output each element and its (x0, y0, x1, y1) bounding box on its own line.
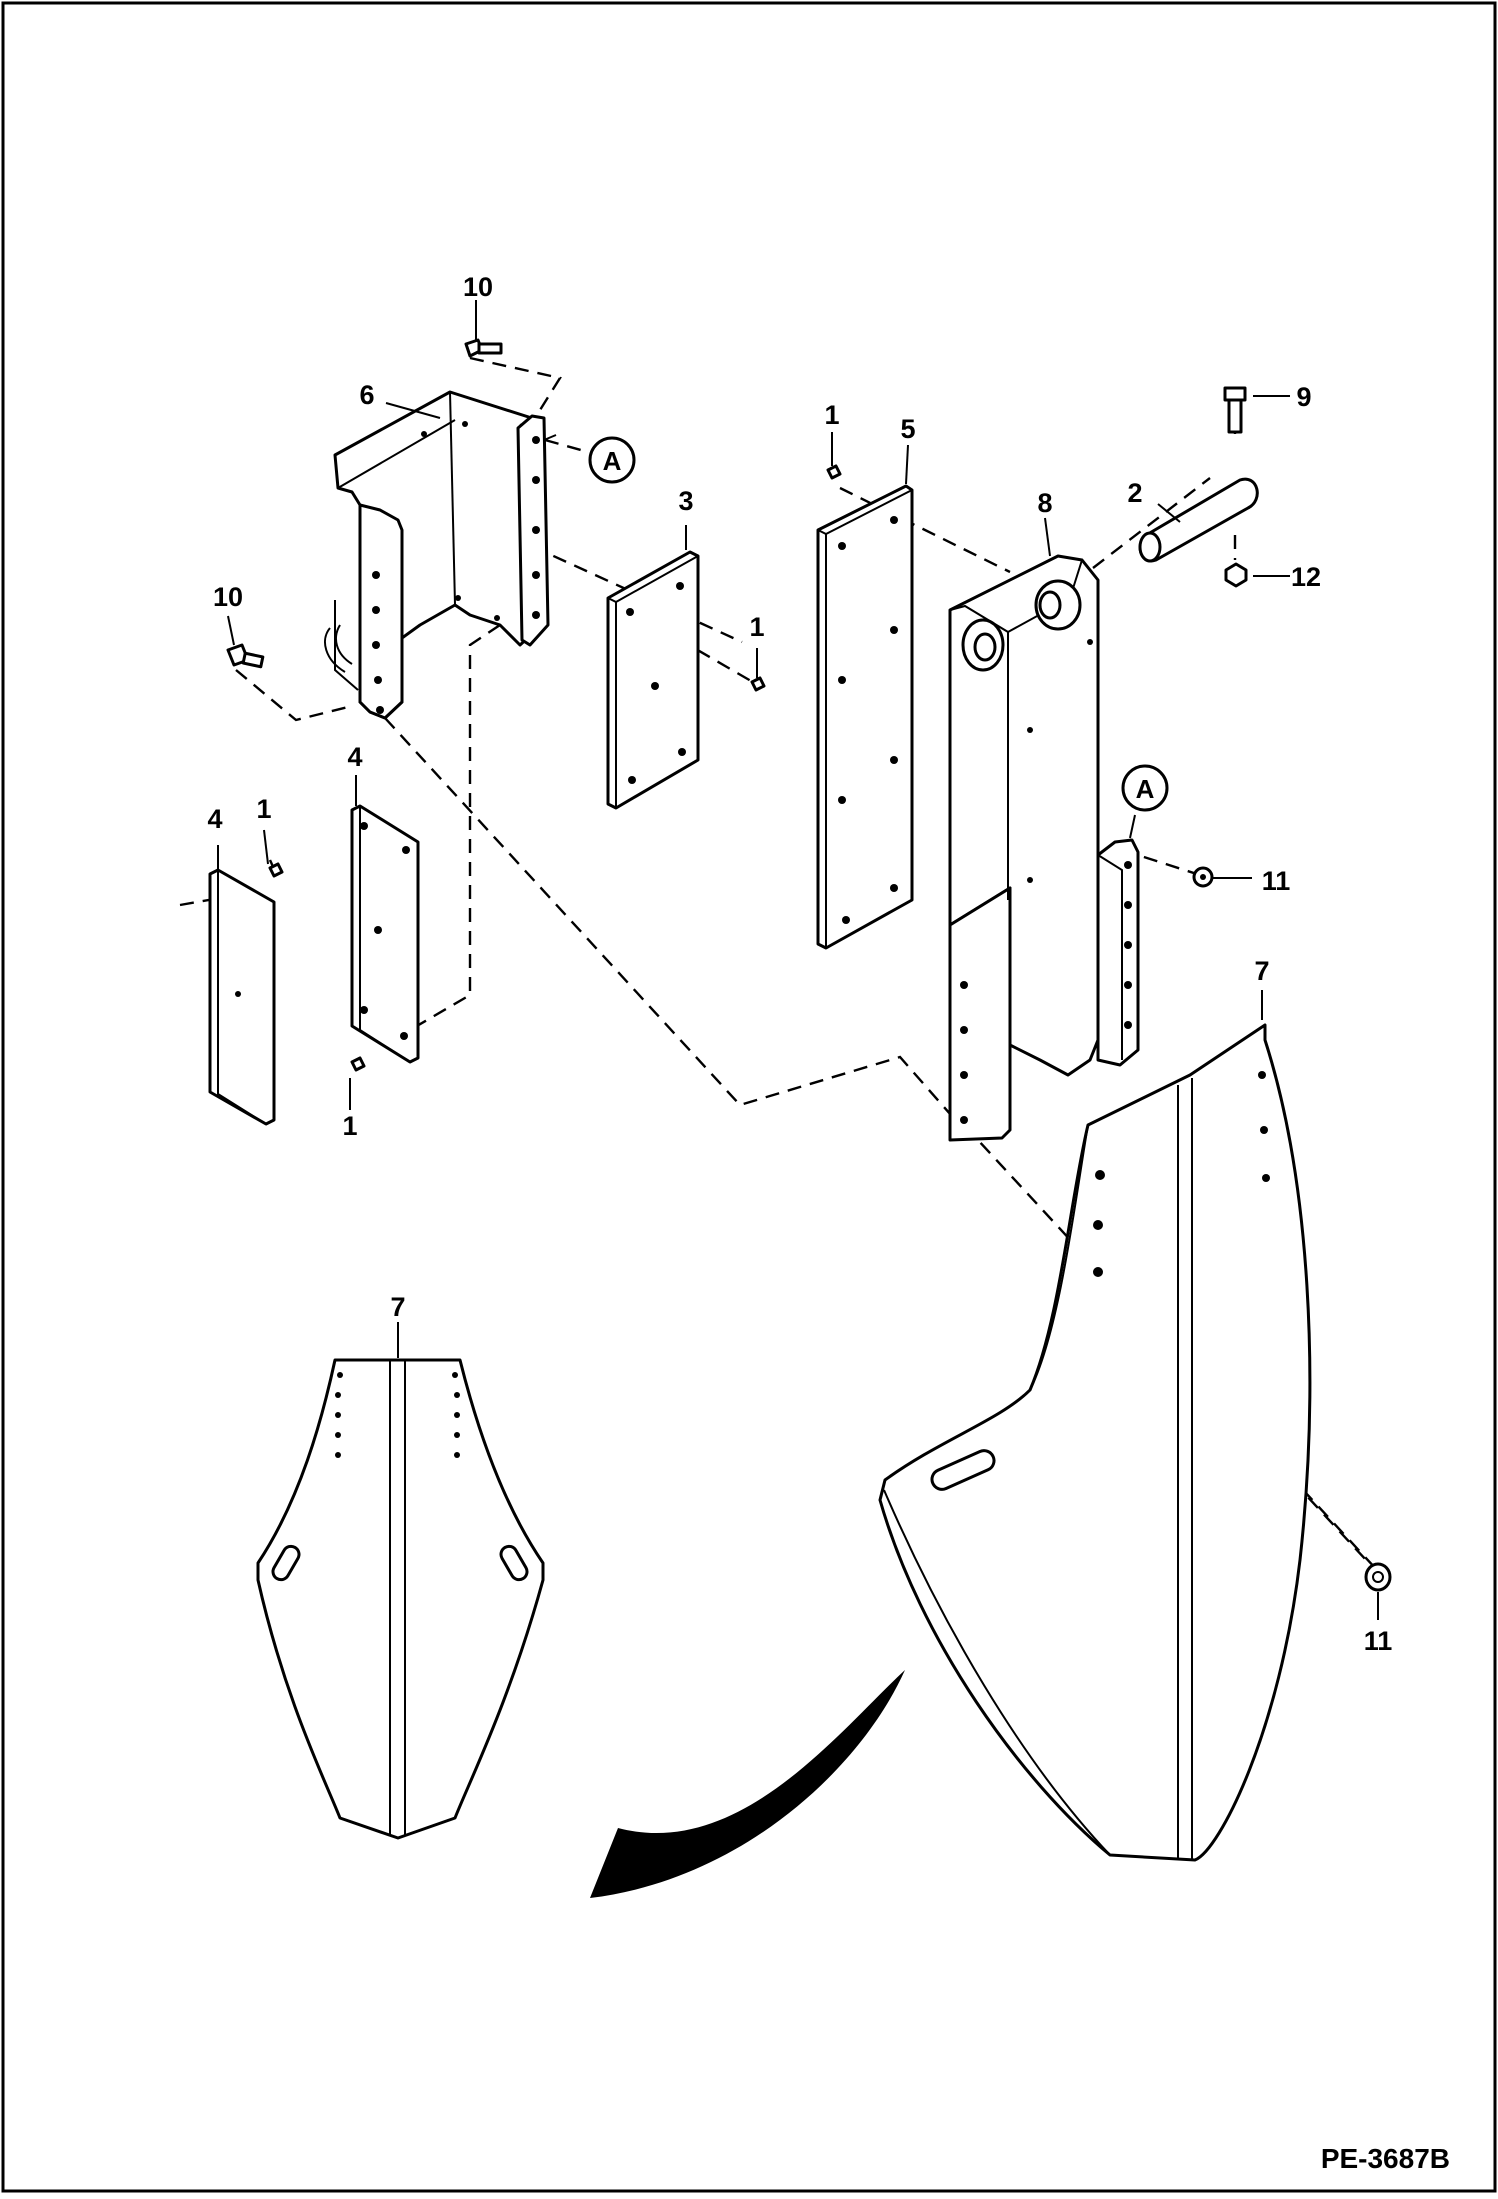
callout-nut-11-upper: 11 (1262, 866, 1291, 896)
leader-lines (217, 300, 1379, 1620)
nut-part-11-upper (1192, 866, 1214, 888)
rotation-arrow (590, 1670, 905, 1898)
callout-plate-5: 5 (900, 414, 915, 444)
callout-nut-11-lower: 11 (1364, 1626, 1393, 1656)
plate-part-3 (606, 550, 700, 810)
plate-part-4-left (208, 868, 276, 1126)
callout-nut-12: 12 (1291, 562, 1321, 592)
callout-mud-flap-side-7: 7 (1254, 956, 1269, 986)
reference-marker-a-lower: A (1121, 764, 1169, 812)
mud-flap-side-view (878, 1023, 1312, 1862)
callout-screw-1-plate5: 1 (824, 400, 839, 430)
screws-1 (268, 464, 842, 1072)
nut-part-11-lower (1364, 1562, 1392, 1592)
plate-part-5 (816, 484, 914, 950)
callout-plate-4-left: 4 (207, 804, 222, 834)
reference-marker-a-upper: A (588, 436, 636, 484)
callout-arm-8: 8 (1037, 488, 1052, 518)
nut-part-12 (1224, 562, 1248, 588)
callout-screw-1-plate3: 1 (749, 612, 764, 642)
callout-bolt-10-top: 10 (463, 272, 493, 302)
callout-bolt-9: 9 (1296, 382, 1311, 412)
callout-bolt-10-left: 10 (213, 582, 243, 612)
plate-part-4-middle (350, 804, 420, 1064)
bracket-part-6 (324, 390, 550, 720)
callout-screw-1-bottom: 1 (342, 1111, 357, 1141)
bolt-10-top (464, 338, 503, 358)
mud-flap-front-view (256, 1358, 545, 1840)
pin-part-2 (1138, 477, 1259, 563)
callout-bracket-6: 6 (359, 380, 374, 410)
callout-pin-2: 2 (1127, 478, 1142, 508)
callout-plate-3: 3 (678, 486, 693, 516)
callout-screw-1-left: 1 (256, 794, 271, 824)
arm-part-8 (948, 554, 1140, 1142)
reference-marker-a-lower-text: A (1136, 774, 1155, 804)
callout-mud-flap-front-7: 7 (390, 1292, 405, 1322)
bolt-10-left (226, 643, 265, 669)
callout-plate-4-middle: 4 (347, 742, 362, 772)
drawing-id: PE-3687B (1321, 2143, 1450, 2174)
reference-marker-a-upper-text: A (603, 446, 622, 476)
bolt-part-9 (1223, 386, 1247, 434)
